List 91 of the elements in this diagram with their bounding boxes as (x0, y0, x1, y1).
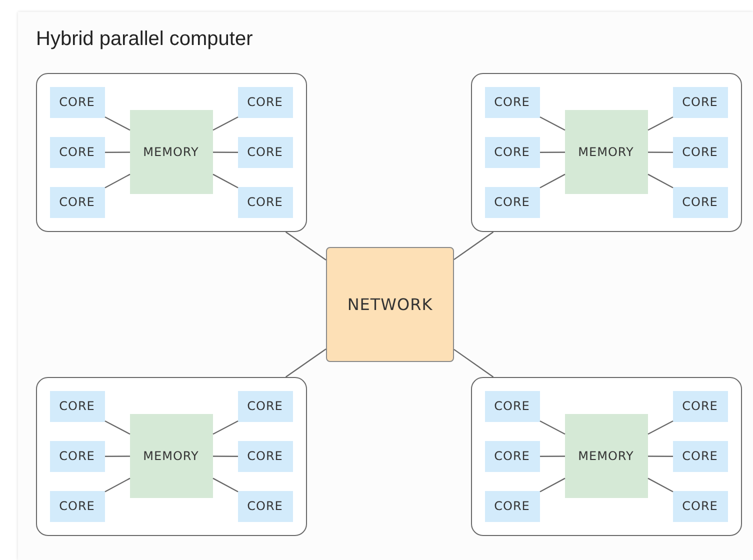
core-label: CORE (247, 145, 283, 159)
core-label: CORE (59, 399, 95, 413)
core-box (672, 440, 728, 472)
connector-line (540, 456, 565, 457)
connector-line (104, 420, 130, 435)
connector-line (105, 456, 130, 457)
connector-line (454, 232, 494, 260)
core-label: CORE (247, 449, 283, 463)
core-box (484, 86, 540, 118)
memory-label: MEMORY (143, 144, 199, 158)
connector-line (648, 116, 674, 131)
core-label: CORE (59, 95, 95, 109)
core-label: CORE (247, 499, 283, 513)
title: Hybrid parallel computer (36, 28, 253, 51)
core-label: CORE (682, 145, 718, 159)
core-label: CORE (494, 449, 530, 463)
core-box (672, 390, 728, 422)
core-label: CORE (682, 449, 718, 463)
node-box (471, 73, 742, 232)
connector-line (648, 478, 674, 492)
core-box (238, 440, 292, 472)
memory-box (564, 110, 648, 194)
connector-line (285, 232, 326, 260)
memory-label: MEMORY (143, 448, 199, 462)
core-label: CORE (247, 95, 283, 109)
core-label: CORE (247, 399, 283, 413)
connector-line (540, 116, 566, 131)
connector-line (648, 174, 674, 188)
core-label: CORE (682, 95, 718, 109)
connector-line (104, 174, 130, 188)
core-box (238, 86, 292, 118)
core-box (484, 186, 540, 218)
connector-line (648, 420, 674, 435)
connector-line (540, 478, 566, 492)
core-box (484, 490, 540, 522)
core-label: CORE (494, 499, 530, 513)
connector-line (540, 174, 566, 188)
core-box (50, 86, 104, 118)
core-box (50, 186, 104, 218)
network-box (326, 247, 454, 362)
node-box (36, 377, 307, 536)
connector-line (212, 420, 238, 435)
core-box (238, 186, 292, 218)
connector-line (212, 174, 238, 188)
connector-line (285, 348, 326, 378)
core-box (238, 390, 292, 422)
connector-line (105, 152, 130, 153)
connector-line (648, 456, 673, 457)
connector-line (648, 152, 673, 153)
core-label: CORE (494, 95, 530, 109)
connector-line (540, 152, 565, 153)
memory-box (130, 414, 212, 498)
core-box (672, 186, 728, 218)
node-box (36, 73, 307, 232)
memory-box (130, 110, 212, 194)
connector-line (104, 116, 130, 131)
memory-box (564, 414, 648, 498)
core-box (484, 390, 540, 422)
core-label: CORE (59, 145, 95, 159)
connector-line (213, 456, 238, 457)
core-box (50, 136, 104, 168)
core-label: CORE (682, 195, 718, 209)
core-box (50, 490, 104, 522)
core-label: CORE (59, 449, 95, 463)
connector-line (454, 348, 494, 378)
core-label: CORE (494, 145, 530, 159)
core-label: CORE (682, 399, 718, 413)
core-box (50, 390, 104, 422)
node-box (471, 377, 742, 536)
core-box (484, 136, 540, 168)
core-box (672, 136, 728, 168)
core-box (50, 440, 104, 472)
core-label: CORE (59, 499, 95, 513)
core-label: CORE (247, 195, 283, 209)
core-box (672, 490, 728, 522)
connector-line (104, 478, 130, 492)
network-label: NETWORK (347, 295, 433, 314)
connector-line (212, 478, 238, 492)
core-box (672, 86, 728, 118)
core-label: CORE (59, 195, 95, 209)
connector-line (212, 116, 238, 131)
memory-label: MEMORY (578, 448, 634, 462)
core-label: CORE (682, 499, 718, 513)
core-box (238, 136, 292, 168)
memory-label: MEMORY (578, 144, 634, 158)
core-box (238, 490, 292, 522)
core-label: CORE (494, 399, 530, 413)
connector-line (213, 152, 238, 153)
connector-line (540, 420, 566, 435)
core-label: CORE (494, 195, 530, 209)
core-box (484, 440, 540, 472)
